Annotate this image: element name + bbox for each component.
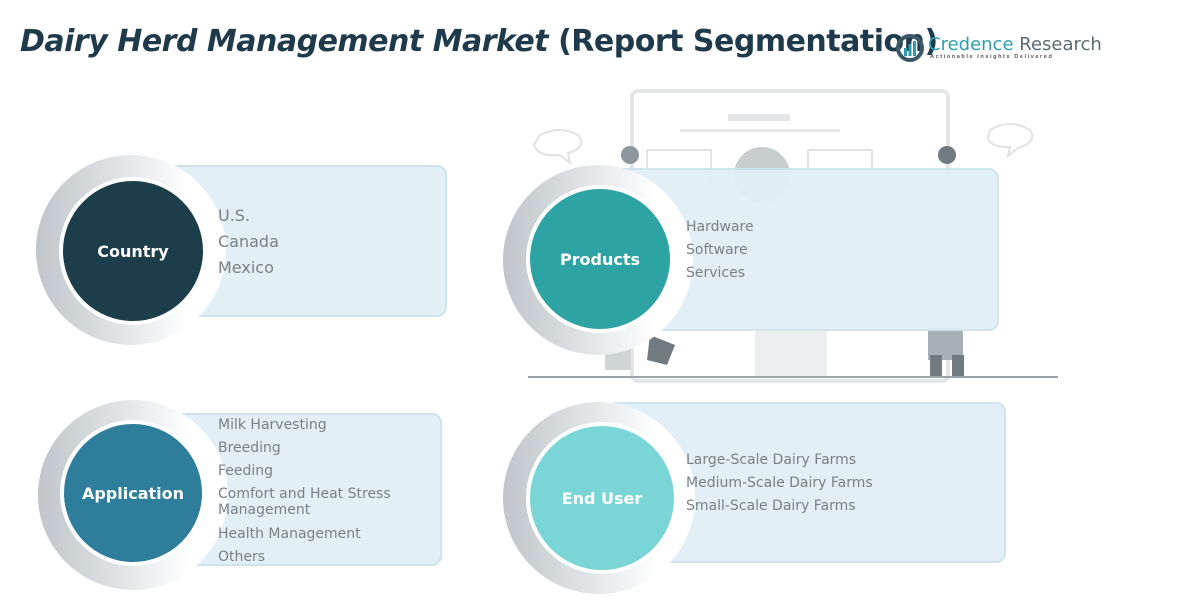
- application-item: Feeding: [218, 463, 274, 479]
- country-circle: Country: [59, 177, 207, 325]
- country-item: Canada: [218, 232, 279, 251]
- products-item: Software: [686, 242, 748, 258]
- end-user-item: Large-Scale Dairy Farms: [686, 452, 857, 468]
- end-user-circle: End User: [526, 422, 678, 574]
- end-user-label: End User: [561, 488, 643, 508]
- title-main: Dairy Herd Management Market: [20, 24, 549, 59]
- logo-chart-icon: [896, 34, 924, 62]
- country-item: Mexico: [218, 258, 274, 277]
- title-sub: (Report Segmentation): [558, 24, 938, 59]
- application-item: Breeding: [218, 440, 281, 456]
- application-item: Management: [218, 502, 311, 518]
- logo-name: Credence Research: [928, 34, 1102, 55]
- products-label: Products: [559, 249, 641, 269]
- application-item: Others: [218, 549, 266, 565]
- end-user-item: Medium-Scale Dairy Farms: [686, 475, 873, 491]
- application-label: Application: [81, 483, 185, 503]
- application-item: Comfort and Heat Stress: [218, 486, 391, 502]
- end-user-item: Small-Scale Dairy Farms: [686, 498, 856, 514]
- products-circle: Products: [526, 185, 674, 333]
- products-item: Services: [686, 265, 746, 281]
- country-item: U.S.: [218, 206, 251, 225]
- products-item: Hardware: [686, 219, 754, 235]
- application-circle: Application: [60, 420, 206, 566]
- page-title: Dairy Herd Management Market (Report Seg…: [20, 24, 938, 59]
- application-item: Health Management: [218, 526, 361, 542]
- application-item: Milk Harvesting: [218, 417, 327, 433]
- logo-tagline: Actionable Insights Delivered: [930, 54, 1054, 60]
- country-label: Country: [97, 241, 169, 261]
